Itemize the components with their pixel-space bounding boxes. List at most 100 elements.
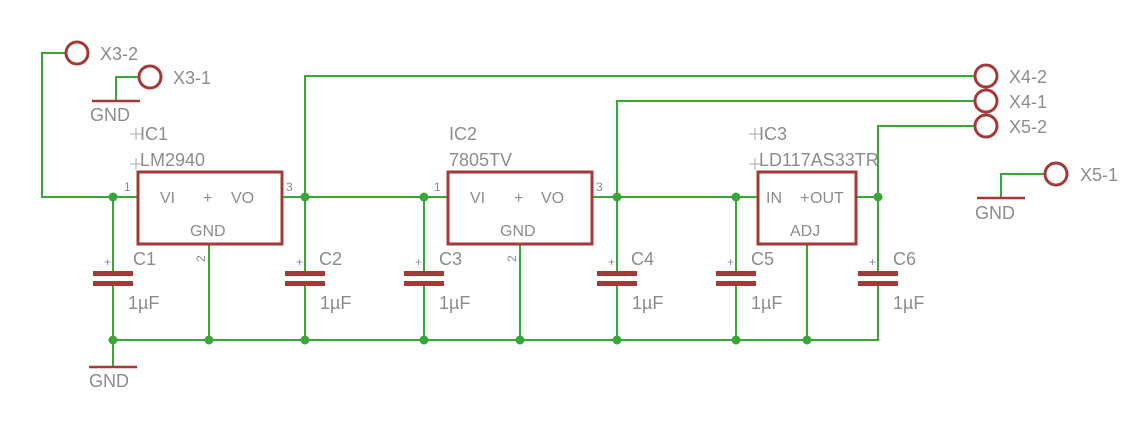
cap-polarity-mark: + — [415, 255, 422, 269]
wire-x4-1 — [616, 100, 976, 198]
junction-dot — [204, 335, 214, 345]
connector-label-x3-2: X3-2 — [100, 44, 138, 64]
connector-label-x5-2: X5-2 — [1009, 117, 1047, 137]
cap-polarity-mark: + — [869, 255, 876, 269]
c2-value: 1µF — [320, 293, 351, 313]
junction-dot — [802, 335, 812, 345]
c5-value: 1µF — [751, 293, 782, 313]
connector-label-x5-1: X5-1 — [1080, 165, 1118, 185]
ic2-body[interactable] — [446, 170, 594, 246]
ic3-plus-mark: + — [800, 190, 809, 207]
wire-x5-2 — [877, 125, 976, 198]
junction-dot — [873, 192, 883, 202]
ic1-pin-bottom-label: GND — [190, 223, 226, 240]
capacitor-c2[interactable]: + C2 1µF — [285, 249, 351, 313]
junction-dot — [612, 192, 622, 202]
ic1-pin-number: 3 — [286, 180, 293, 194]
cap-plate — [404, 271, 444, 276]
ic2-pin-right-label: VO — [541, 190, 564, 207]
c4-name: C4 — [631, 249, 654, 269]
ic1-name: IC1 — [140, 124, 168, 144]
ic1-regulator[interactable]: IC1 LM2940 VI + VO GND 1 3 2 — [124, 124, 293, 262]
ic3-pin-right-label: OUT — [810, 190, 844, 207]
cap-polarity-mark: + — [104, 255, 111, 269]
connector-label-x4-2: X4-2 — [1009, 67, 1047, 87]
cap-plate — [93, 281, 133, 286]
junction-dot — [108, 192, 118, 202]
pad-x3-2[interactable] — [64, 40, 90, 66]
ic1-pin-right-label: VO — [231, 190, 254, 207]
pad-x4-2[interactable] — [973, 63, 999, 89]
connector-x3-1[interactable]: X3-1 — [137, 64, 211, 90]
ic2-pin-number: 1 — [434, 180, 441, 194]
ic2-name: IC2 — [449, 124, 477, 144]
connector-x4-2[interactable]: X4-2 — [973, 63, 1047, 89]
c1-value: 1µF — [128, 293, 159, 313]
capacitor-c3[interactable]: + C3 1µF — [404, 249, 470, 313]
ic1-pin-left-label: VI — [160, 190, 175, 207]
cap-plate — [858, 271, 898, 276]
pad-x4-1[interactable] — [973, 88, 999, 114]
cap-polarity-mark: + — [727, 255, 734, 269]
cap-plate — [285, 281, 325, 286]
c4-value: 1µF — [632, 293, 663, 313]
ic1-plus-mark: + — [203, 190, 212, 207]
ic2-regulator[interactable]: IC2 7805TV VI + VO GND 1 3 2 — [434, 124, 603, 262]
ic2-pin-number: 2 — [505, 255, 519, 262]
ic3-regulator[interactable]: IC3 LD117AS33TR IN + OUT ADJ — [749, 124, 879, 246]
ic3-pin-bottom-label: ADJ — [790, 223, 820, 240]
wire-x5-1-gnd — [1000, 173, 1046, 198]
cap-plate — [716, 281, 756, 286]
cap-polarity-mark: + — [608, 255, 615, 269]
pad-x5-1[interactable] — [1043, 161, 1069, 187]
wires — [41, 52, 1046, 367]
capacitor-c4[interactable]: + C4 1µF — [597, 249, 663, 313]
cap-plate — [858, 281, 898, 286]
pad-x3-1[interactable] — [137, 64, 163, 90]
connector-x5-2[interactable]: X5-2 — [973, 113, 1047, 139]
junction-dot — [731, 192, 741, 202]
ground-symbol-x3: GND — [90, 99, 140, 125]
c1-name: C1 — [133, 249, 156, 269]
junction-dot — [419, 335, 429, 345]
junction-dot — [612, 335, 622, 345]
cap-plate — [597, 281, 637, 286]
connector-x5-1[interactable]: X5-1 — [1043, 161, 1118, 187]
ground-symbol-main: GND — [89, 365, 137, 391]
connector-x3-2[interactable]: X3-2 — [64, 40, 138, 66]
wire-input — [41, 52, 139, 198]
ic2-value: 7805TV — [449, 150, 512, 170]
capacitor-c1[interactable]: + C1 1µF — [93, 249, 159, 313]
wire-x3-1-gnd — [115, 76, 140, 101]
pad-x5-2[interactable] — [973, 113, 999, 139]
cap-plate — [597, 271, 637, 276]
cap-plate — [285, 271, 325, 276]
connector-x4-1[interactable]: X4-1 — [973, 88, 1047, 114]
ground-label: GND — [89, 371, 129, 391]
ic3-body[interactable] — [756, 170, 858, 246]
junctions — [108, 192, 883, 345]
ic1-pin-number: 2 — [194, 255, 208, 262]
junction-dot — [515, 335, 525, 345]
cap-plate — [93, 271, 133, 276]
ic3-value: LD117AS33TR — [759, 150, 879, 170]
ic2-pin-left-label: VI — [470, 190, 485, 207]
cap-plate — [716, 271, 756, 276]
ic1-value: LM2940 — [140, 150, 205, 170]
capacitor-c5[interactable]: + C5 1µF — [716, 249, 782, 313]
ic3-pin-left-label: IN — [766, 190, 782, 207]
wire-x4-2 — [304, 75, 976, 198]
c2-name: C2 — [319, 249, 342, 269]
cap-plate — [404, 281, 444, 286]
ic2-pin-bottom-label: GND — [500, 223, 536, 240]
junction-dot — [419, 192, 429, 202]
ground-label: GND — [975, 203, 1015, 223]
ic1-body[interactable] — [136, 170, 284, 246]
cap-polarity-mark: + — [296, 255, 303, 269]
junction-dot — [108, 335, 118, 345]
ic2-plus-mark: + — [514, 190, 523, 207]
c6-name: C6 — [893, 249, 916, 269]
junction-dot — [300, 335, 310, 345]
capacitor-c6[interactable]: + C6 1µF — [858, 249, 924, 313]
